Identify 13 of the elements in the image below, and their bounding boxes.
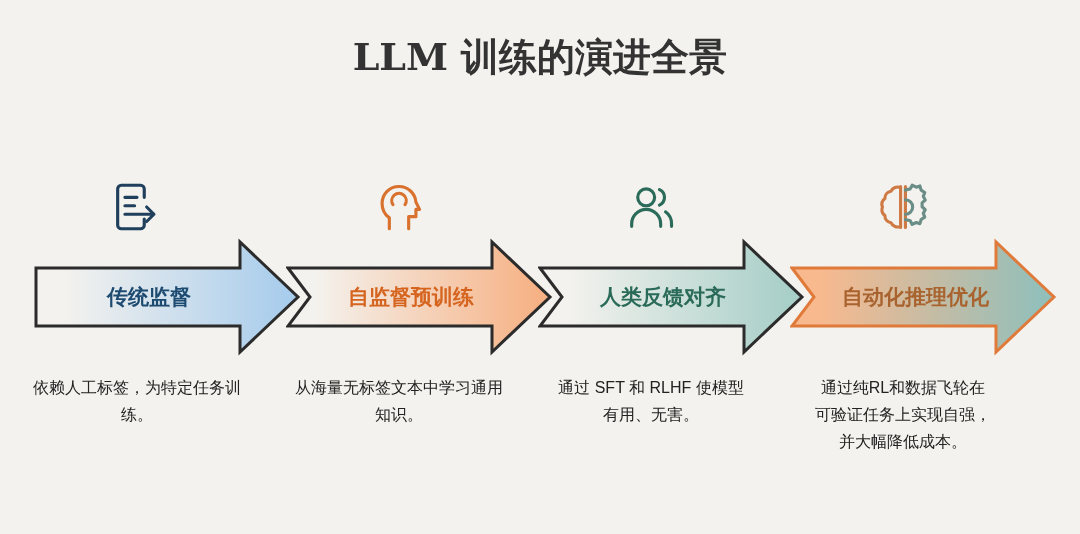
stage-label: 传统监督 [107, 284, 191, 311]
arrow-shape [538, 238, 806, 356]
description-text: 通过纯RL和数据飞轮在可验证任务上实现自强，并大幅降低成本。 [814, 378, 992, 452]
stage-label: 自监督预训练 [348, 284, 474, 311]
description-text: 通过 SFT 和 RLHF 使模型有用、无害。 [557, 378, 745, 425]
arrow-shape [34, 238, 302, 356]
description-text: 从海量无标签文本中学习通用知识。 [294, 378, 504, 425]
stage-label: 人类反馈对齐 [600, 284, 726, 311]
description-text: 依赖人工标签，为特定任务训练。 [32, 378, 242, 425]
arrow-shape [286, 238, 554, 356]
arrow-shape [790, 238, 1058, 356]
stage-label: 自动化推理优化 [841, 284, 989, 311]
diagram-title: LLM 训练的演进全景 [352, 33, 728, 81]
